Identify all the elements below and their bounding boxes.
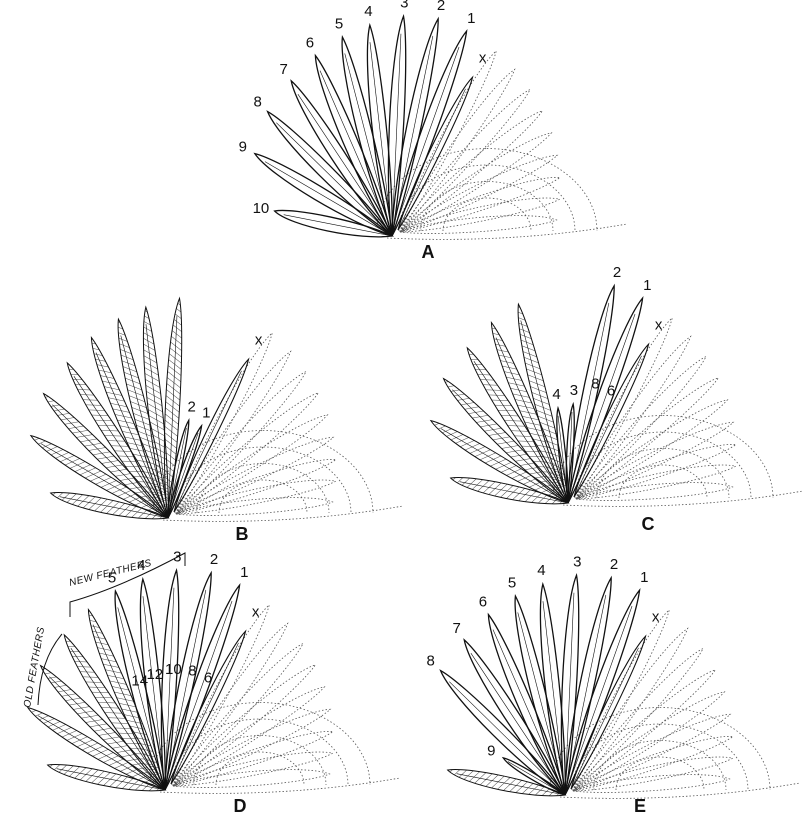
- primary-label-2: 2: [188, 399, 196, 416]
- primary-label-7: 7: [452, 620, 460, 637]
- feather-shaft: [320, 70, 392, 237]
- covert-row: [619, 465, 707, 498]
- covert-row: [194, 736, 326, 786]
- feather-shaft: [276, 122, 392, 238]
- wing-base: [163, 506, 403, 521]
- primary-length-label: 12: [146, 666, 163, 683]
- covert-row: [219, 480, 307, 513]
- secondary-feather: [174, 473, 337, 520]
- primary-label-2: 2: [610, 556, 618, 573]
- covert-row: [421, 181, 553, 231]
- secondary-feather: [394, 84, 535, 236]
- primary-label-1: 1: [240, 564, 248, 581]
- covert-row: [553, 416, 773, 499]
- primary-label-5: 5: [335, 16, 343, 33]
- secondary-feather: [166, 619, 292, 790]
- primary-length-label: 8: [188, 663, 196, 680]
- primary-label-1: 1: [643, 277, 651, 294]
- panel-letter-b: B: [236, 524, 249, 544]
- wing-base: [160, 778, 400, 793]
- secondary-feather: [567, 643, 708, 795]
- covert-row: [594, 741, 726, 791]
- panel-b: x 12B: [26, 298, 403, 544]
- primary-label-2: 2: [210, 551, 218, 568]
- panel-letter-c: C: [642, 514, 655, 534]
- primary-label-8: 8: [253, 94, 261, 111]
- covert-row: [150, 703, 370, 785]
- primary-label-9: 9: [487, 743, 495, 760]
- secondary-feather: [169, 329, 278, 517]
- wing-base: [560, 783, 800, 798]
- x-feather-label: x: [655, 317, 663, 334]
- secondary-feather: [170, 366, 311, 518]
- primary-label-3: 3: [570, 382, 578, 399]
- secondary-feather: [398, 191, 561, 238]
- covert-row: [550, 707, 770, 790]
- secondary-feather: [574, 458, 737, 505]
- primary-feather: [481, 612, 571, 798]
- primary-length-label: 6: [204, 669, 212, 686]
- secondary-feather: [393, 65, 519, 236]
- primary-length-label: 14: [131, 673, 148, 690]
- covert-row: [197, 463, 329, 513]
- x-feather-label: x: [255, 332, 263, 349]
- secondary-feather: [169, 702, 333, 792]
- primary-label-3: 3: [573, 553, 581, 570]
- x-feather-label: x: [252, 604, 260, 621]
- primary-label-1: 1: [467, 10, 475, 27]
- secondary-feather: [167, 638, 308, 790]
- covert-row: [443, 198, 531, 231]
- secondary-feather: [171, 745, 334, 792]
- panel-e: x 1 2 3 4 5 6 7 8 9E: [426, 553, 800, 816]
- primary-label-3: 3: [400, 0, 408, 11]
- covert-row: [597, 449, 729, 499]
- secondary-feather: [393, 47, 502, 235]
- primary-feather: [308, 53, 398, 239]
- primary-label-8: 8: [426, 653, 434, 670]
- secondary-feather: [571, 750, 734, 797]
- primary-label-2: 2: [437, 0, 445, 14]
- secondary-feather: [572, 415, 736, 505]
- covert-row: [377, 149, 597, 231]
- panel-letter-a: A: [422, 242, 435, 262]
- secondary-feather: [566, 606, 675, 794]
- primary-label-4: 4: [552, 386, 560, 403]
- primary-label-4: 4: [537, 562, 545, 579]
- primary-label-5: 5: [508, 575, 516, 592]
- primary-label-10: 10: [253, 200, 270, 217]
- panel-c: x 1 6 2 834C: [426, 264, 803, 534]
- primary-label-2: 2: [613, 264, 621, 281]
- primary-label-1: 1: [640, 569, 648, 586]
- primary-length-label: 6: [607, 382, 615, 399]
- secondary-feather: [569, 332, 695, 503]
- wing-base: [387, 224, 627, 239]
- primary-label-1: 1: [202, 405, 210, 422]
- secondary-feather: [569, 707, 733, 797]
- primary-length-label: 10: [165, 661, 182, 678]
- x-feather-label: x: [652, 609, 660, 626]
- x-feather-label: x: [479, 50, 487, 67]
- panel-letter-e: E: [634, 796, 646, 816]
- panel-d: x1628310412514DNEW FEATHERSOLD FEATHERS: [22, 548, 400, 816]
- secondary-feather: [396, 148, 560, 238]
- primary-length-label: 8: [591, 376, 599, 393]
- covert-row: [216, 752, 304, 785]
- secondary-feather: [569, 314, 678, 502]
- secondary-feather: [570, 351, 711, 503]
- primary-label-6: 6: [306, 35, 314, 52]
- primary-label-4: 4: [364, 3, 372, 20]
- feather-shaft: [298, 93, 392, 237]
- primary-label-6: 6: [479, 594, 487, 611]
- panel-letter-d: D: [234, 796, 247, 816]
- panel-a: x 1 2 3 4 5 6 7 8 9 10A: [239, 0, 627, 262]
- secondary-feather: [566, 624, 692, 795]
- primary-label-7: 7: [279, 61, 287, 78]
- secondary-feather: [166, 601, 275, 789]
- covert-row: [616, 757, 704, 790]
- primary-label-9: 9: [239, 138, 247, 155]
- wing-base: [563, 491, 803, 506]
